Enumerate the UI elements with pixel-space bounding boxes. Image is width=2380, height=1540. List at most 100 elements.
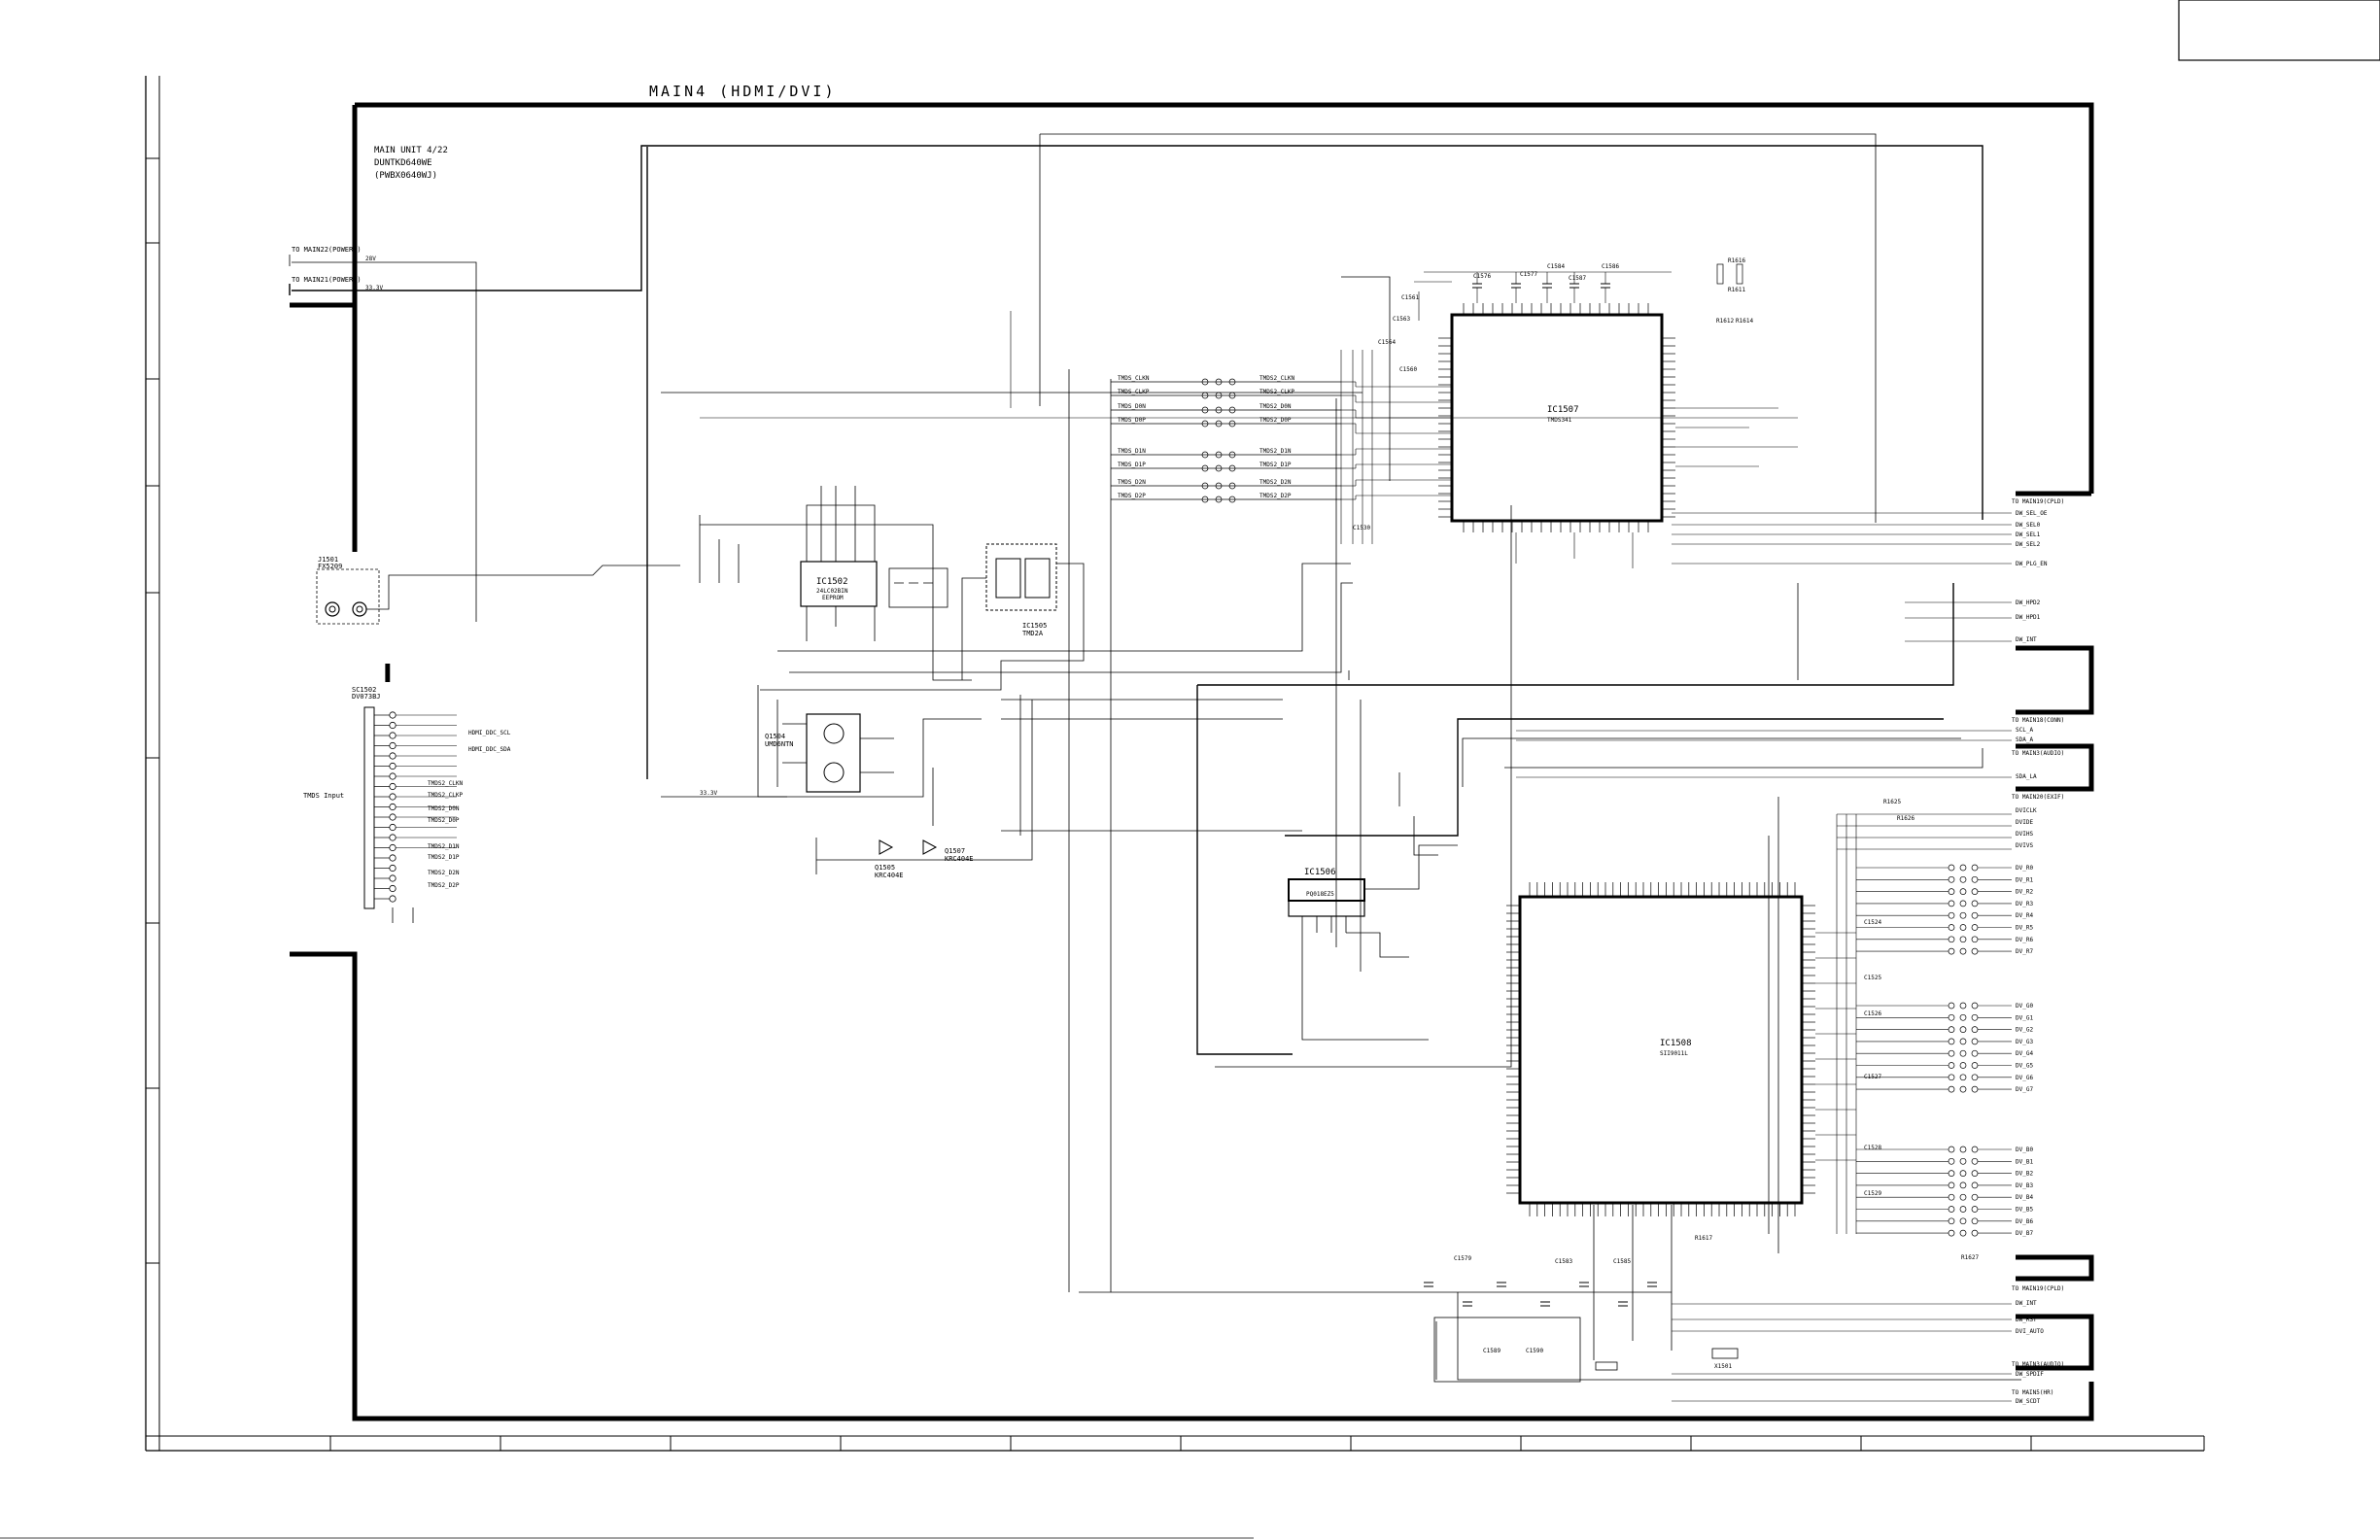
top-components: C1576 C1577 C1584 C1587 C1586 R1616 R161…: [1353, 257, 1753, 531]
cpld-top-net-label: DW_SEL_OE: [2016, 510, 2048, 517]
ic1507-part: TMDS341: [1547, 417, 1572, 424]
tmds-right-label: TMDS2_D1P: [1259, 462, 1292, 468]
c1585: C1585: [1613, 1258, 1631, 1265]
audio2-net: DW_SPDIF: [2016, 1371, 2044, 1378]
cpld-bottom-net-0: DW_INT: [2016, 1300, 2037, 1307]
dv-bus-label: DV_B4: [2016, 1194, 2033, 1201]
hpd1: DW_HPD1: [2016, 614, 2041, 621]
q1504-part: UMD6NTN: [765, 740, 794, 748]
power2-label: TO MAIN22(POWER2): [292, 246, 362, 254]
q1507-part: KRC404E: [945, 855, 974, 863]
q1504-block: Q1504 UMD6NTN: [757, 685, 982, 798]
q1507-ref: Q1507: [945, 847, 965, 855]
exif-net-label: DVIDE: [2016, 819, 2033, 826]
ic1506-ref: IC1506: [1304, 868, 1336, 877]
tmds-right-label: TMDS2_D2N: [1259, 479, 1292, 486]
x1501: X1501: [1714, 1363, 1732, 1370]
tmds-left-label: TMDS_D2P: [1118, 493, 1146, 499]
c1525: C1525: [1864, 975, 1881, 981]
dv-bus-label: DV_B7: [2016, 1230, 2033, 1237]
dv-bus-label: DV_R3: [2016, 901, 2033, 907]
sc1502-pin-label: TMDS2_D1P: [428, 854, 460, 861]
c1584: C1584: [1547, 263, 1565, 270]
j1501-part: FX5209: [318, 563, 342, 570]
tmds-left-label: TMDS_CLKN: [1118, 375, 1150, 382]
sc1502-pin-label: TMDS2_D1N: [428, 843, 460, 850]
ic1507-ref: IC1507: [1547, 405, 1579, 415]
dv-bus-label: DV_G7: [2016, 1086, 2033, 1093]
q1505-ref: Q1505: [875, 864, 895, 872]
c1586: C1586: [1602, 263, 1619, 270]
exif-net-label: DVIVS: [2016, 842, 2033, 849]
tmds-input-label: TMDS Input: [303, 792, 344, 800]
connector-j1501: J1501 FX5209: [316, 556, 680, 625]
sc1502-pin-label: HDMI_DDC_SDA: [468, 746, 511, 753]
unit-line-1: MAIN UNIT 4/22: [374, 146, 448, 155]
cpld-bottom-label: TO MAIN19(CPLD): [2012, 1285, 2064, 1292]
sc1502-pin-label: TMDS2_CLKP: [428, 792, 464, 799]
sc1502-pin-label: TMDS2_D0P: [428, 817, 460, 824]
dv-bus-label: DV_B2: [2016, 1171, 2033, 1178]
sc1502-pin-label: HDMI_DDC_SCL: [468, 730, 511, 736]
hr-label: TO MAIN5(HR): [2012, 1389, 2053, 1396]
conn-label: TO MAIN18(CONN): [2012, 717, 2064, 724]
tmds-left-label: TMDS_CLKP: [1118, 389, 1150, 395]
conn-net-1: SDA_A: [2016, 736, 2033, 743]
sheet-title: MAIN4 (HDMI/DVI): [649, 83, 837, 100]
c1577: C1577: [1520, 271, 1537, 278]
r1611: R1611: [1728, 287, 1745, 293]
ic1502-sub: EEPROM: [822, 595, 844, 601]
dv-bus-label: DV_G2: [2016, 1027, 2033, 1034]
r1616: R1616: [1728, 257, 1745, 264]
q1505-part: KRC404E: [875, 872, 904, 879]
r1617: R1617: [1695, 1235, 1712, 1242]
sc1502-ref: SC1502: [352, 686, 376, 694]
c1560: C1560: [1399, 366, 1417, 373]
main-buses: [646, 133, 2021, 1381]
cpld-top-net-label: DW_PLG_EN: [2016, 561, 2048, 567]
tmds-left-label: TMDS_D0N: [1118, 403, 1146, 410]
c1579: C1579: [1454, 1255, 1471, 1262]
dv-bus-label: DV_G1: [2016, 1014, 2033, 1021]
c1589: C1589: [1483, 1348, 1500, 1354]
q1505-q1507: Q1505 KRC404E Q1507 KRC404E: [815, 700, 1033, 879]
ic1508-ref: IC1508: [1660, 1039, 1692, 1048]
ic1506-part: PQ018EZ5: [1306, 891, 1334, 898]
dv-bus-label: DV_B6: [2016, 1218, 2033, 1225]
audio1-net: SDA_LA: [2016, 773, 2037, 780]
dv-bus-label: DV_B1: [2016, 1158, 2033, 1165]
cpld-bottom-net-1: DW_RST: [2016, 1317, 2037, 1323]
c1587: C1587: [1569, 275, 1586, 282]
r1625: R1625: [1883, 799, 1901, 805]
audio1-label: TO MAIN3(AUDIO): [2012, 750, 2064, 757]
bottom-area: C1579 C1583 C1585 C1589 C1590 R1617 X150…: [1424, 1205, 1739, 1383]
hpd2: DW_HPD2: [2016, 599, 2041, 606]
dv-bus-label: DV_R2: [2016, 889, 2033, 896]
tmds-left-label: TMDS_D0P: [1118, 417, 1146, 424]
c1576: C1576: [1473, 273, 1491, 280]
ic1508-part: SII9011L: [1660, 1050, 1688, 1057]
cpld-top-net-label: DW_SEL1: [2016, 531, 2041, 538]
exif-net-label: DVIHS: [2016, 831, 2033, 838]
c1530: C1530: [1353, 525, 1370, 531]
r1627: R1627: [1961, 1254, 1979, 1261]
dv-bus-label: DV_B0: [2016, 1146, 2033, 1153]
right-connections: TO MAIN19(CPLD) DW_SEL_OEDW_SEL0DW_SEL1D…: [1516, 498, 2064, 1405]
r1612: R1612: [1716, 318, 1734, 325]
c1529: C1529: [1864, 1190, 1881, 1197]
c1564: C1564: [1378, 339, 1396, 346]
unit-info: MAIN UNIT 4/22 DUNTKD640WE (PWBX0640WJ): [374, 146, 448, 181]
c1528: C1528: [1864, 1145, 1881, 1151]
sc1502-part: DV073BJ: [352, 693, 381, 701]
c1526: C1526: [1864, 1010, 1881, 1017]
ic1508-block: IC1508 SII9011L C1524 C1525 C1526 C1527 …: [1506, 799, 1979, 1261]
unit-line-2: DUNTKD640WE: [374, 158, 432, 168]
ic1502-block: IC1502 24LC02BIN EEPROM: [699, 486, 972, 681]
ic1505-part: TMD2A: [1022, 630, 1044, 637]
c1524: C1524: [1864, 919, 1881, 926]
cpld-top-net-label: DW_SEL2: [2016, 541, 2041, 548]
right-resistor-arrays: [1836, 813, 2012, 1237]
dv-bus-label: DV_G6: [2016, 1075, 2033, 1081]
